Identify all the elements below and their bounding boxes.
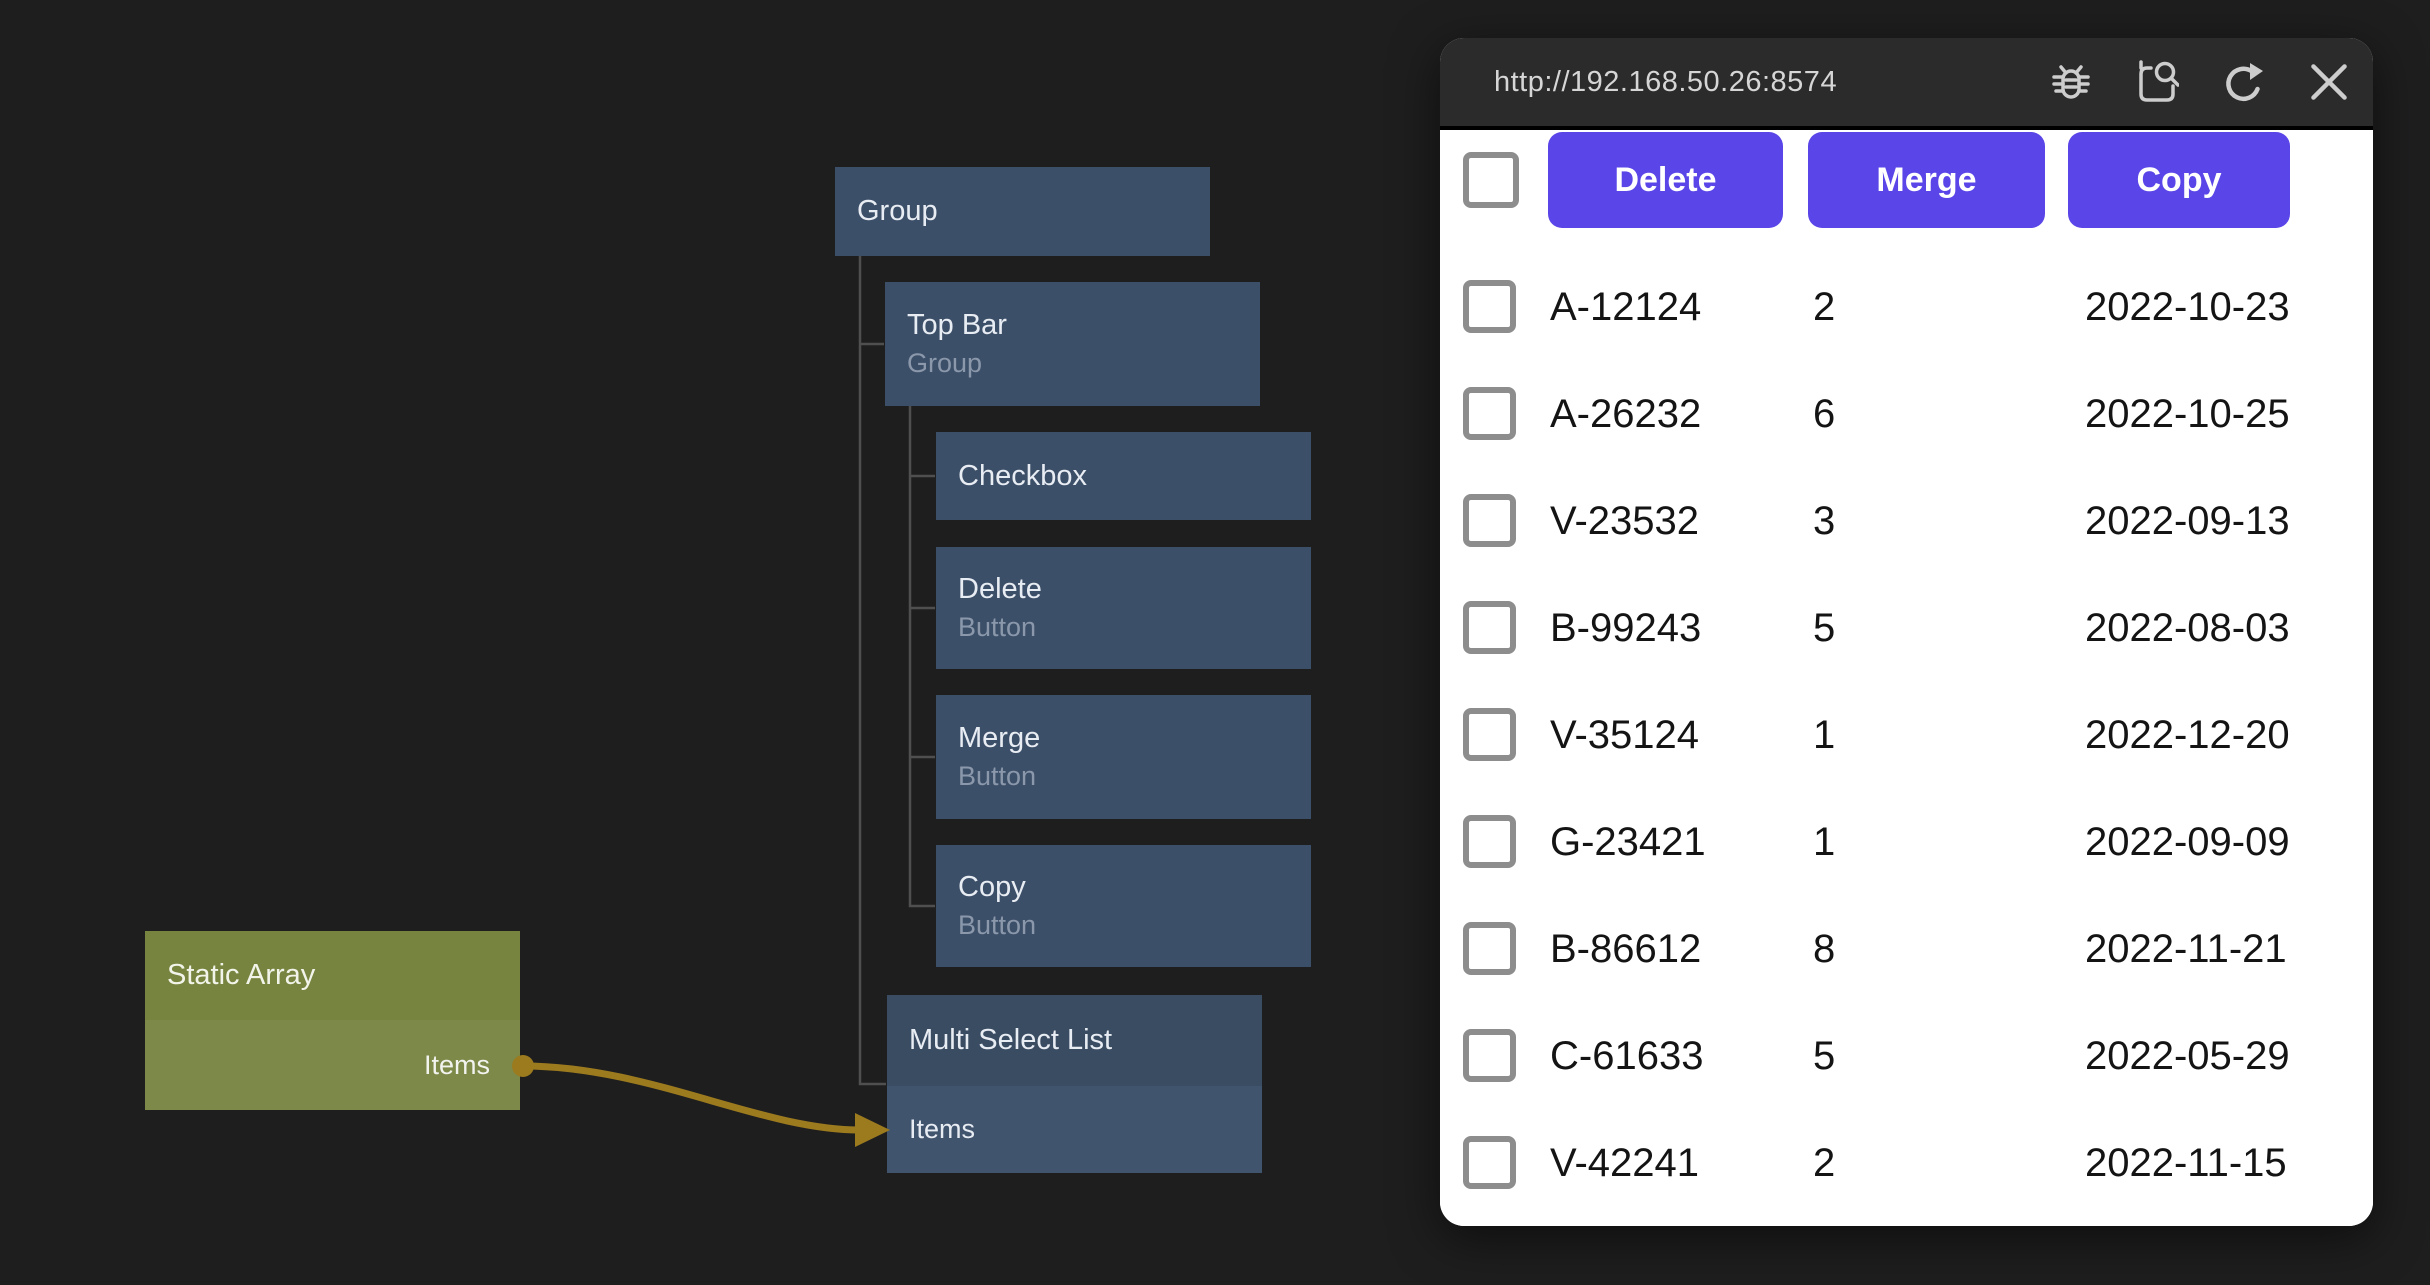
node-title: Merge (958, 722, 1041, 754)
url-field[interactable]: http://192.168.50.26:8574 (1494, 65, 1838, 98)
items-output-port[interactable]: Items (145, 1020, 520, 1110)
node-title: Group (857, 195, 938, 227)
row-id: A-26232 (1550, 391, 1702, 436)
page-search-icon (2139, 60, 2179, 102)
node-title: Multi Select List (909, 1024, 1113, 1056)
row-checkbox[interactable] (1463, 815, 1516, 868)
row-checkbox[interactable] (1463, 922, 1516, 975)
node-subtitle: Group (907, 348, 983, 378)
row-checkbox[interactable] (1463, 387, 1516, 440)
row-qty: 8 (1813, 926, 1836, 971)
row-checkbox[interactable] (1463, 601, 1516, 654)
table-row: V-42241 2 2022-11-15 (1440, 1110, 2373, 1216)
row-date: 2022-10-25 (2085, 391, 2290, 436)
row-date: 2022-10-23 (2085, 284, 2290, 329)
node-title: Checkbox (958, 459, 1087, 492)
delete-button[interactable]: Delete (1548, 132, 1783, 228)
row-checkbox[interactable] (1463, 494, 1516, 547)
table-row: A-26232 6 2022-10-25 (1440, 361, 2373, 467)
node-subtitle: Button (958, 612, 1037, 642)
row-qty: 6 (1813, 391, 1836, 436)
row-id: V-35124 (1550, 712, 1700, 757)
row-checkbox[interactable] (1463, 1029, 1516, 1082)
arrowhead-icon (855, 1113, 890, 1147)
node-checkbox[interactable]: Checkbox (936, 432, 1311, 520)
row-id: G-23421 (1550, 819, 1706, 864)
row-qty: 5 (1813, 605, 1836, 650)
row-id: B-99243 (1550, 605, 1702, 650)
row-qty: 5 (1813, 1033, 1836, 1078)
table-row: V-35124 1 2022-12-20 (1440, 682, 2373, 788)
preview-window: http://192.168.50.26:8574 (1440, 38, 2373, 1226)
table-row: B-99243 5 2022-08-03 (1440, 575, 2373, 681)
row-id: B-86612 (1550, 926, 1702, 971)
close-icon (2311, 64, 2347, 100)
table-row: A-12124 2 2022-10-23 (1440, 254, 2373, 360)
row-id: A-12124 (1550, 284, 1702, 329)
row-id: C-61633 (1550, 1033, 1704, 1078)
preview-header-actions (2049, 60, 2351, 104)
port-label: Items (423, 1049, 490, 1080)
node-title: Static Array (167, 959, 316, 991)
copy-button[interactable]: Copy (2068, 132, 2290, 228)
row-qty: 1 (1813, 712, 1836, 757)
row-checkbox[interactable] (1463, 280, 1516, 333)
row-date: 2022-11-15 (2085, 1140, 2287, 1185)
items-input-port[interactable]: Items (887, 1086, 1262, 1173)
row-date: 2022-11-21 (2085, 926, 2287, 971)
row-qty: 2 (1813, 1140, 1836, 1185)
row-date: 2022-09-13 (2085, 498, 2290, 543)
node-subtitle: Button (958, 910, 1037, 940)
row-date: 2022-08-03 (2085, 605, 2290, 650)
node-static-array[interactable]: Static Array Items (145, 931, 520, 1110)
row-qty: 3 (1813, 498, 1836, 543)
merge-button[interactable]: Merge (1808, 132, 2045, 228)
close-button[interactable] (2307, 60, 2351, 104)
inspect-button[interactable] (2135, 60, 2179, 104)
node-top-bar[interactable]: Top Bar Group (885, 282, 1260, 406)
port-label: Items (909, 1114, 976, 1144)
row-date: 2022-05-29 (2085, 1033, 2290, 1078)
node-title: Top Bar (907, 309, 1007, 341)
row-id: V-42241 (1550, 1140, 1700, 1185)
node-title: Copy (958, 871, 1026, 903)
select-all-checkbox[interactable] (1463, 152, 1519, 208)
node-group[interactable]: Group (835, 167, 1210, 256)
node-merge-button[interactable]: Merge Button (936, 695, 1311, 819)
preview-page: Delete Merge Copy A-12124 2 2022-10-23 A… (1440, 130, 2373, 1226)
row-qty: 1 (1813, 819, 1836, 864)
table-row: C-61633 5 2022-05-29 (1440, 1003, 2373, 1109)
bug-icon (2052, 65, 2090, 99)
node-copy-button[interactable]: Copy Button (936, 845, 1311, 967)
row-date: 2022-09-09 (2085, 819, 2290, 864)
refresh-button[interactable] (2221, 60, 2265, 104)
items-connection-wire (512, 1055, 890, 1147)
preview-header-bar: http://192.168.50.26:8574 (1440, 38, 2373, 130)
row-checkbox[interactable] (1463, 708, 1516, 761)
debug-button[interactable] (2049, 60, 2093, 104)
row-checkbox[interactable] (1463, 1136, 1516, 1189)
node-header: Static Array (145, 931, 520, 1020)
row-qty: 2 (1813, 284, 1836, 329)
table-row: G-23421 1 2022-09-09 (1440, 789, 2373, 895)
refresh-icon (2226, 63, 2263, 102)
table-row: V-23532 3 2022-09-13 (1440, 468, 2373, 574)
row-date: 2022-12-20 (2085, 712, 2290, 757)
table-row: B-86612 8 2022-11-21 (1440, 896, 2373, 1002)
node-title: Delete (958, 573, 1042, 605)
node-delete-button[interactable]: Delete Button (936, 547, 1311, 669)
node-multi-select-list[interactable]: Multi Select List Items (887, 995, 1262, 1173)
row-id: V-23532 (1550, 498, 1700, 543)
node-subtitle: Button (958, 761, 1037, 791)
node-header: Multi Select List (887, 995, 1262, 1086)
